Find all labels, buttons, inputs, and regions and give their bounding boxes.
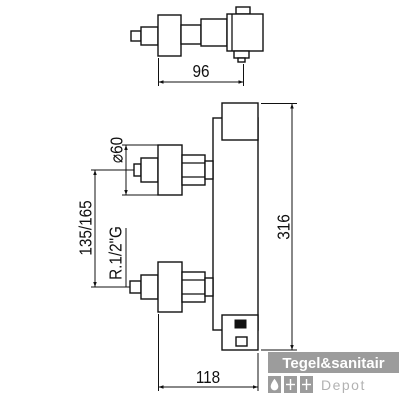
watermark-logo: Tegel&sanitair Depot — [268, 352, 399, 393]
top-view — [130, 6, 264, 63]
tile-icon — [284, 376, 297, 393]
dimension-height: 316 — [261, 103, 297, 351]
outlet-connector — [235, 336, 248, 347]
dimension-label: 96 — [192, 61, 209, 81]
inlet-body-connector — [204, 160, 214, 180]
top-view-outlet-tip — [237, 57, 246, 63]
top-view-outlet — [233, 50, 250, 59]
inlet-escutcheon — [157, 144, 183, 196]
dimension-escutcheon: ⌀60 — [106, 137, 158, 196]
dimension-inlet-spacing: 135/165 — [75, 169, 134, 288]
dimension-depth: 118 — [158, 314, 259, 391]
top-view-body — [200, 18, 228, 47]
side-view — [129, 102, 259, 351]
inlet-body-connector — [204, 277, 214, 297]
thermostat-knob — [221, 102, 259, 141]
inlet-eccentric-nipple — [140, 274, 159, 300]
watermark-brand-subtitle: Depot — [321, 377, 366, 393]
tile-icon — [300, 376, 313, 393]
mixer-body — [212, 117, 259, 331]
thread-callout: R.1/2"G — [105, 226, 127, 287]
lower-inlet — [129, 261, 214, 313]
top-view-union-nut — [180, 24, 202, 45]
watermark-banner — [268, 352, 399, 373]
inlet-eccentric-nipple — [140, 157, 159, 183]
dimension-label: 316 — [273, 214, 293, 240]
inlet-thread-stub — [129, 280, 142, 294]
thread-label: R.1/2"G — [105, 226, 125, 280]
top-view-wall-nipple — [140, 26, 159, 46]
dimension-label: 118 — [196, 367, 220, 387]
drop-icon — [268, 376, 281, 393]
inlet-escutcheon — [157, 261, 183, 313]
inlet-wall-stub — [133, 163, 142, 177]
upper-inlet — [133, 144, 214, 196]
dimension-label: ⌀60 — [106, 137, 126, 163]
knob-indicator-mark — [234, 319, 247, 329]
top-view-knob-cap — [235, 6, 251, 15]
dimension-label: 135/165 — [75, 200, 95, 255]
watermark-brand-name: Tegel&sanitair — [282, 355, 384, 372]
top-view-wall-stub — [130, 30, 142, 42]
dimension-width-top: 96 — [158, 58, 244, 86]
inlet-union-nut — [181, 154, 206, 186]
top-view-escutcheon — [157, 14, 182, 57]
inlet-union-nut — [181, 271, 206, 303]
